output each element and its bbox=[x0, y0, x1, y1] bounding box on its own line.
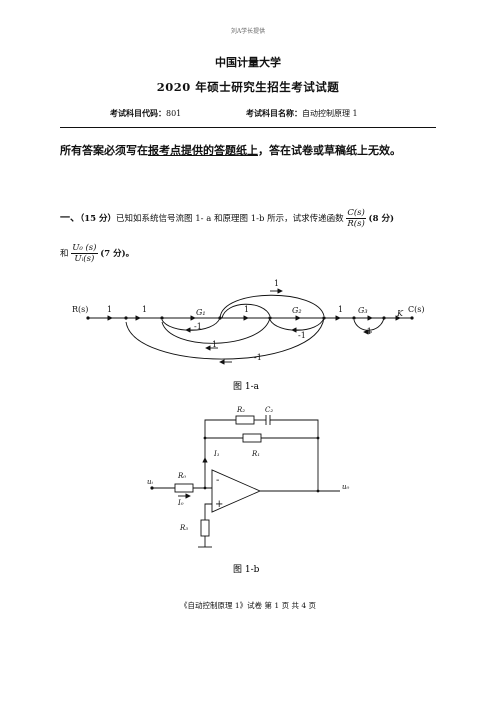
gain-label: 1 bbox=[244, 305, 249, 314]
fraction-numerator: C(s) bbox=[346, 208, 366, 219]
loop-gain-outer: -1 bbox=[254, 353, 262, 362]
question-number: 一、 bbox=[60, 213, 80, 224]
question-1-cont: 和 U₀ (s)Uᵢ(s) (7 分)。 bbox=[60, 243, 134, 264]
score-2: (7 分)。 bbox=[100, 249, 135, 259]
watermark-text: 刘A学长提供 bbox=[230, 28, 266, 35]
output-label: C(s) bbox=[408, 305, 424, 314]
g3-label: G₃ bbox=[358, 306, 368, 315]
question-score: （15 分） bbox=[80, 214, 117, 224]
subject-code-value: 801 bbox=[166, 109, 182, 118]
input-label: R(s) bbox=[72, 305, 88, 314]
subject-name: 考试科目名称：自动控制原理 1 bbox=[246, 108, 358, 119]
uo-label: u₀ bbox=[342, 483, 350, 491]
gain-label: 1 bbox=[107, 305, 112, 314]
score-1: (8 分) bbox=[368, 214, 394, 224]
exam-title: 2020 年硕士研究生招生考试试题 bbox=[156, 80, 340, 94]
r3-label: R₃ bbox=[179, 524, 188, 532]
fraction-numerator: U₀ (s) bbox=[71, 243, 98, 254]
loop-gain-g1: -1 bbox=[194, 322, 202, 331]
gain-label: 1 bbox=[142, 305, 147, 314]
i0-label: I₀ bbox=[177, 499, 184, 507]
g1-label: G₁ bbox=[196, 308, 206, 317]
subject-name-value: 自动控制原理 1 bbox=[302, 109, 358, 118]
fraction-denominator: R(s) bbox=[347, 219, 365, 229]
k-label: K bbox=[396, 309, 404, 318]
feedforward-gain: 1 bbox=[274, 279, 279, 288]
question-1: 一、（15 分）已知如系统信号流图 1- a 和原理图 1-b 所示，试求传递函… bbox=[60, 208, 394, 229]
opamp-circuit bbox=[152, 415, 340, 548]
r0-label: R₀ bbox=[177, 472, 186, 480]
figure-b-caption: 图 1-b bbox=[233, 564, 260, 575]
loop-gain-inner: 1 bbox=[212, 340, 217, 349]
r1-label: R₁ bbox=[251, 450, 260, 458]
question-text: 已知如系统信号流图 1- a 和原理图 1-b 所示，试求传递函数 bbox=[116, 214, 344, 224]
notice-part2: 报考点提供的答题纸上 bbox=[148, 144, 258, 157]
subject-code: 考试科目代码：801 bbox=[110, 108, 181, 119]
c2-label: C₂ bbox=[265, 406, 273, 414]
loop-gain-g2: -1 bbox=[298, 331, 306, 340]
fraction-denominator: Uᵢ(s) bbox=[74, 254, 95, 264]
fraction-c-over-r: C(s)R(s) bbox=[346, 208, 366, 229]
plus-sign: + bbox=[215, 499, 223, 510]
page-footer: 《自动控制原理 1》试卷 第 1 页 共 4 页 bbox=[179, 601, 316, 610]
fraction-uo-over-ui: U₀ (s)Uᵢ(s) bbox=[71, 243, 98, 264]
subject-name-label: 考试科目名称： bbox=[246, 108, 302, 118]
and-word: 和 bbox=[60, 249, 69, 259]
i1-label: I₁ bbox=[213, 450, 220, 458]
loop-gain-g3: -1 bbox=[364, 327, 372, 336]
school-name: 中国计量大学 bbox=[215, 56, 281, 69]
exam-notice: 所有答案必须写在报考点提供的答题纸上，答在试卷或草稿纸上无效。 bbox=[60, 138, 436, 164]
figure-a-caption: 图 1-a bbox=[233, 381, 260, 392]
r2-label: R₂ bbox=[236, 406, 245, 414]
gain-label: 1 bbox=[338, 305, 343, 314]
minus-sign: - bbox=[216, 475, 219, 486]
header-rule bbox=[60, 127, 436, 128]
subject-code-label: 考试科目代码： bbox=[110, 108, 166, 118]
ui-label: uᵢ bbox=[147, 478, 154, 486]
notice-part3: ，答在试卷或草稿纸上无效。 bbox=[258, 144, 401, 157]
g2-label: G₂ bbox=[292, 306, 302, 315]
notice-part1: 所有答案必须写在 bbox=[60, 144, 148, 157]
